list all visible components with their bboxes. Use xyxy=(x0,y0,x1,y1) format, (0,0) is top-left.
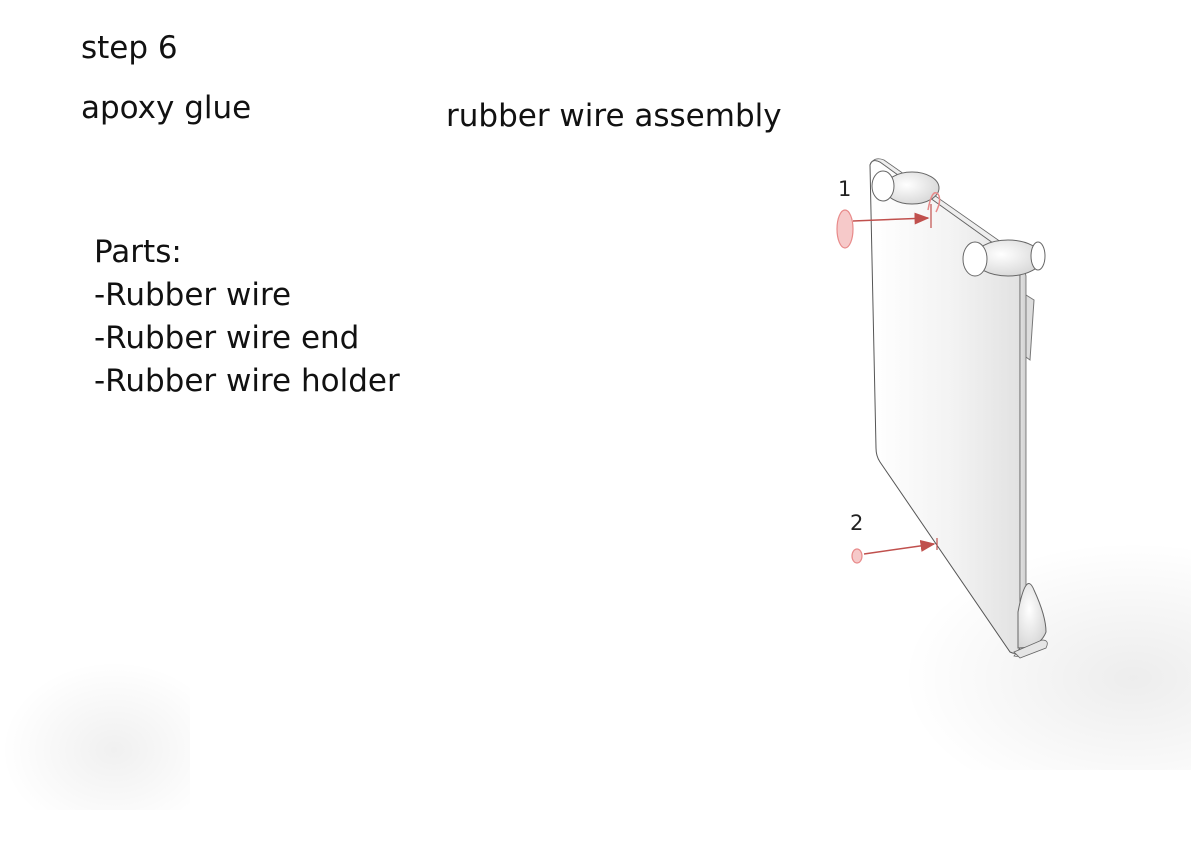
assembly-title: rubber wire assembly xyxy=(446,98,782,134)
rubber-wire-end-part-2 xyxy=(851,548,863,564)
panel-face xyxy=(869,160,1021,654)
part-item-rubber-wire-holder: -Rubber wire holder xyxy=(94,363,400,399)
rubber-wire-loop xyxy=(927,192,941,213)
rubber-wire-holder-top-left xyxy=(871,170,940,205)
floor-shadow-right xyxy=(900,540,1191,770)
part-item-rubber-wire-end: -Rubber wire end xyxy=(94,320,360,356)
rubber-wire-holder-bottom xyxy=(1013,583,1048,659)
step-title: step 6 xyxy=(81,30,178,66)
arrow-part-2 xyxy=(863,539,936,555)
rubber-wire-end-part-1 xyxy=(836,209,854,249)
part-item-rubber-wire: -Rubber wire xyxy=(94,277,292,313)
parts-heading: Parts: xyxy=(94,234,182,270)
floor-shadow-left xyxy=(0,660,190,810)
callout-2: 2 xyxy=(850,511,863,535)
rubber-wire-holder-top-right xyxy=(962,239,1046,277)
parts-list: Parts: -Rubber wire -Rubber wire end -Ru… xyxy=(94,231,400,403)
callout-1: 1 xyxy=(838,177,851,201)
arrow-part-1 xyxy=(852,212,930,225)
glue-label: apoxy glue xyxy=(81,90,252,126)
